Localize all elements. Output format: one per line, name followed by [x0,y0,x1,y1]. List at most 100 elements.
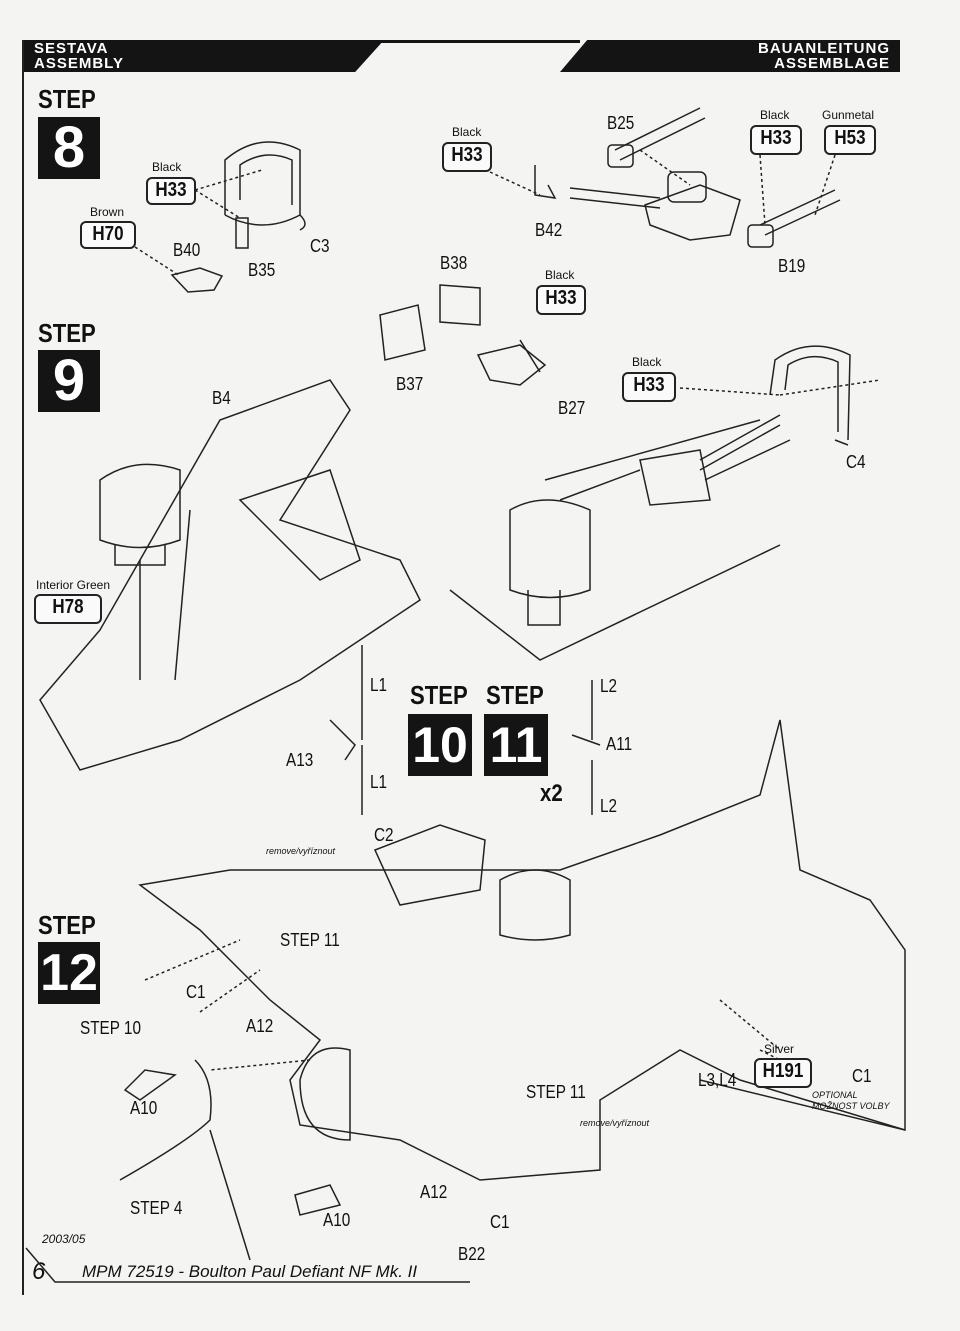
header-right-line2: ASSEMBLAGE [774,55,890,72]
paint-h33-b42: H33 [442,142,492,172]
step9-leader-lines [679,379,881,396]
footer-date: 2003/05 [42,1232,86,1246]
header-left-line2: ASSEMBLY [34,55,124,72]
paint-h33-step8: H33 [146,177,196,205]
turret-cover-c4-drawing [769,345,851,446]
part-label-b19: B19 [778,256,806,276]
b-leader-lines [489,149,836,226]
color-name-black-b19: Black [760,108,790,122]
guns-b25-drawing [607,107,706,168]
paint-code: H70 [92,223,124,245]
part-label-b25: B25 [607,113,635,133]
color-name-black-b42: Black [452,125,482,139]
parts-b37-b38-b27-drawing [379,284,547,386]
paint-code: H33 [545,287,577,309]
quantity-x2: x2 [540,780,563,807]
paint-code: H33 [760,127,792,149]
part-label-l1-top: L1 [370,675,388,695]
step8-leader-lines [134,169,263,277]
part-label-b4: B4 [212,388,231,408]
note-optional-line2: MOŽNOST VOLBY [812,1101,890,1111]
step9-number-box: 9 [38,350,100,412]
instruction-page: SESTAVA ASSEMBLY BAUANLEITUNG ASSEMBLAGE [22,40,900,1295]
step9-label: STEP [38,318,96,348]
paint-h70: H70 [80,221,136,249]
step8-number-box: 8 [38,117,100,179]
step11-number: 11 [489,717,543,773]
paint-h33-c4: H33 [622,372,676,402]
note-remove-top: remove/vyříznout [266,846,336,856]
paint-code: H78 [52,596,84,618]
aircraft-drawing [119,719,906,1261]
part-label-a10-left: A10 [130,1098,158,1118]
ref-step4: STEP 4 [130,1198,183,1218]
step11-label: STEP [486,680,544,710]
color-name-brown: Brown [90,205,125,219]
color-name-black-c4: Black [632,355,662,369]
footer-page-number: 6 [32,1258,46,1285]
part-label-b40: B40 [173,240,201,260]
step10-label: STEP [410,680,468,710]
part-label-b37: B37 [396,374,424,394]
paint-h33-b38: H33 [536,285,586,315]
antenna-parts-drawing [329,645,601,815]
header-left-line1: SESTAVA [34,40,109,57]
ref-step10: STEP 10 [80,1018,141,1038]
part-label-c1-optional: C1 [852,1066,872,1086]
paint-code: H191 [762,1060,804,1082]
fuselage-drawing [39,379,421,771]
part-label-a11: A11 [606,734,633,754]
paint-h78: H78 [34,594,102,624]
part-b40-drawing [170,267,224,293]
ref-step11-top: STEP 11 [280,930,340,950]
part-label-c1-bottom: C1 [490,1212,510,1232]
paint-h53: H53 [824,125,876,155]
part-label-c1-left: C1 [186,982,206,1002]
color-name-interior-green: Interior Green [36,578,111,592]
paint-code: H33 [633,374,665,396]
part-label-c3: C3 [310,236,330,256]
header-left: SESTAVA ASSEMBLY [24,40,384,72]
note-remove-bottom: remove/vyříznout [580,1118,650,1128]
header-right: BAUANLEITUNG ASSEMBLAGE [560,40,900,72]
color-name-silver: Silver [764,1042,795,1056]
part-b35-drawing [235,217,249,249]
color-name-black-step8: Black [152,160,182,174]
paint-h191: H191 [754,1058,812,1088]
part-label-b27: B27 [558,398,586,418]
part-label-b35: B35 [248,260,276,280]
part-label-a12-left: A12 [246,1016,274,1036]
ref-step11-mid: STEP 11 [526,1082,586,1102]
part-label-l2-top: L2 [600,676,618,696]
paint-code: H33 [155,179,187,201]
paint-h33-b19: H33 [750,125,802,155]
step8-number: 8 [52,115,86,180]
header-bar [354,40,580,43]
part-label-c4: C4 [846,452,866,472]
note-optional-line1: OPTIONAL [812,1090,858,1100]
part-label-a13: A13 [286,750,314,770]
step8-label: STEP [38,84,96,114]
turret-assembly-drawing [449,419,781,661]
part-label-a10-bottom: A10 [323,1210,351,1230]
step11-number-box: 11 [484,714,548,776]
step12-number-box: 12 [38,942,100,1004]
part-label-b42: B42 [535,220,563,240]
part-label-l1-bottom: L1 [370,772,388,792]
step9-number: 9 [52,348,86,413]
part-label-c2: C2 [374,825,394,845]
turret-guns-drawing [559,414,791,506]
part-label-l2-bottom: L2 [600,796,618,816]
step10-number-box: 10 [408,714,472,776]
header-right-line1: BAUANLEITUNG [758,40,890,57]
part-label-l3-l4: L3,L4 [698,1070,737,1090]
guns-b19-drawing [747,189,841,248]
step12-label: STEP [38,910,96,940]
gun-mount-b42-drawing [534,165,741,241]
part-label-b22: B22 [458,1244,486,1264]
step10-number: 10 [412,717,468,773]
footer-title: MPM 72519 - Boulton Paul Defiant NF Mk. … [82,1262,418,1281]
color-name-black-b38: Black [545,268,575,282]
part-label-b38: B38 [440,253,468,273]
